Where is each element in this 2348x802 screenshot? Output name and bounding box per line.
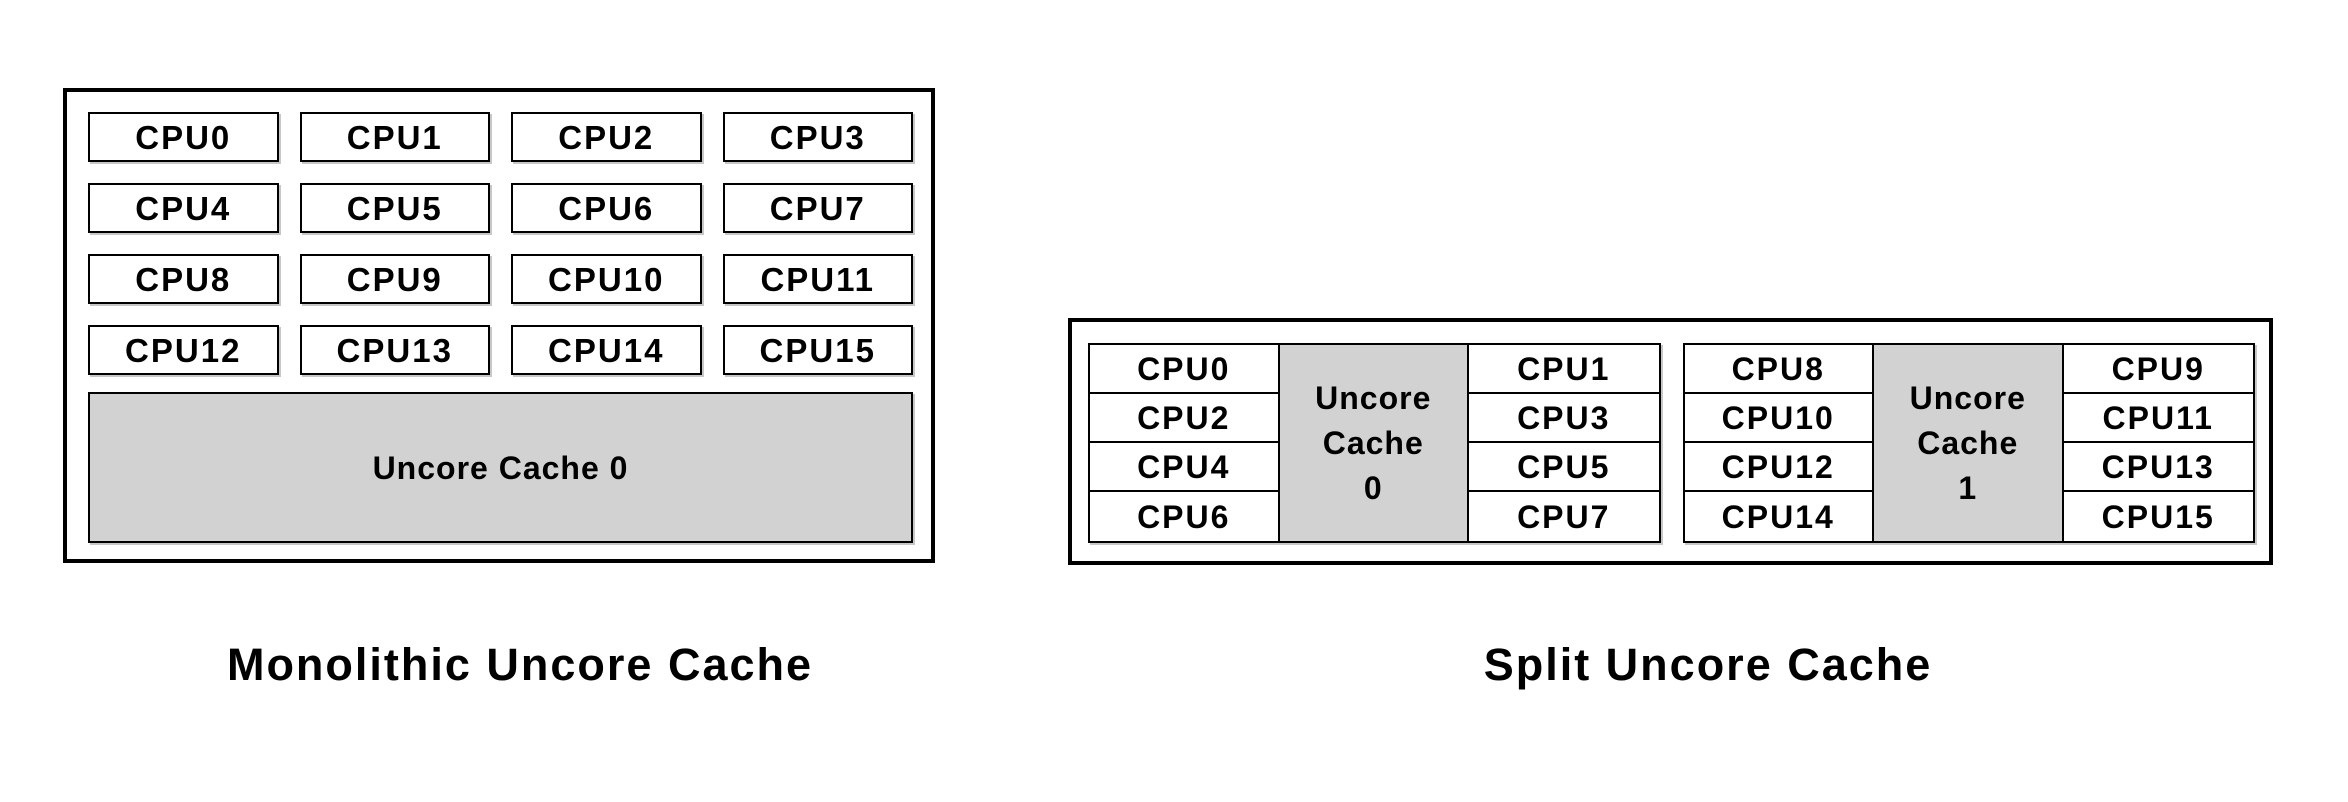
cpu-cell: CPU10 (1684, 394, 1874, 443)
uncore-cache-1-block-split: Uncore Cache 1 (1874, 345, 2064, 541)
uncore-cache-1-label-split: Uncore Cache 1 (1909, 379, 2026, 506)
cpu-label: CPU6 (558, 189, 655, 227)
caption-split-uncore-cache: Split Uncore Cache (1483, 639, 1933, 690)
cpu-box: CPU13 (299, 325, 490, 375)
cpu-label: CPU15 (759, 331, 876, 369)
cpu-label: CPU3 (1517, 399, 1611, 436)
cpu-box: CPU12 (88, 325, 279, 375)
cpu-label: CPU14 (548, 331, 665, 369)
cpu-box: CPU0 (88, 112, 279, 162)
cpu-cell: CPU11 (2063, 394, 2253, 443)
cpu-cell: CPU5 (1469, 443, 1659, 492)
cpu-label: CPU2 (1137, 399, 1231, 436)
cpu-label: CPU10 (1721, 399, 1835, 436)
cpu-box: CPU14 (511, 325, 702, 375)
cpu-label: CPU11 (760, 260, 876, 298)
cpu-label: CPU1 (346, 118, 443, 156)
cpu-box: CPU5 (299, 183, 490, 233)
cpu-cell: CPU13 (2063, 443, 2253, 492)
uncore-cache-0-block: Uncore Cache 0 (88, 392, 913, 543)
uncore-cache-0-label-split: Uncore Cache 0 (1315, 379, 1432, 506)
cpu-box: CPU10 (511, 254, 702, 304)
cpu-box: CPU6 (511, 183, 702, 233)
cpu-label: CPU12 (125, 331, 242, 369)
cpu-label: CPU9 (2111, 350, 2205, 387)
cpu-cell: CPU2 (1090, 394, 1280, 443)
split-diagram: CPU0 CPU2 CPU4 CPU6 Uncore Cache 0 CPU1 … (1068, 318, 2273, 565)
split-cluster-0: CPU0 CPU2 CPU4 CPU6 Uncore Cache 0 CPU1 … (1088, 343, 1661, 543)
cpu-label: CPU4 (135, 189, 232, 227)
cpu-cell: CPU15 (2063, 492, 2253, 541)
cpu-label: CPU5 (346, 189, 443, 227)
cpu-label: CPU1 (1517, 350, 1611, 387)
cpu-label: CPU0 (135, 118, 232, 156)
cpu-box: CPU7 (722, 183, 913, 233)
cpu-label: CPU2 (558, 118, 655, 156)
split-cluster-1: CPU8 CPU10 CPU12 CPU14 Uncore Cache 1 CP… (1682, 343, 2255, 543)
cpu-cell: CPU3 (1469, 394, 1659, 443)
cpu-box: CPU9 (299, 254, 490, 304)
uncore-cache-0-block-split: Uncore Cache 0 (1279, 345, 1469, 541)
cpu-cell: CPU14 (1684, 492, 1874, 541)
cpu-cell: CPU0 (1090, 345, 1280, 394)
cpu-label: CPU8 (1731, 350, 1825, 387)
cpu-label: CPU11 (2102, 399, 2214, 436)
cpu-label: CPU3 (769, 118, 866, 156)
cpu-box: CPU8 (88, 254, 279, 304)
monolithic-diagram: CPU0 CPU1 CPU2 CPU3 CPU4 CPU5 CPU6 CPU7 … (63, 88, 935, 563)
cpu-cell: CPU7 (1469, 492, 1659, 541)
cpu-box: CPU11 (722, 254, 913, 304)
cpu-label: CPU8 (135, 260, 232, 298)
cpu-box: CPU3 (722, 112, 913, 162)
monolithic-cpu-grid: CPU0 CPU1 CPU2 CPU3 CPU4 CPU5 CPU6 CPU7 … (88, 112, 913, 375)
cpu-label: CPU4 (1137, 448, 1231, 485)
cpu-box: CPU15 (722, 325, 913, 375)
cpu-label: CPU0 (1137, 350, 1231, 387)
cpu-label: CPU7 (1517, 498, 1611, 535)
cpu-label: CPU6 (1137, 498, 1231, 535)
cpu-box: CPU1 (299, 112, 490, 162)
cpu-label: CPU13 (2101, 448, 2215, 485)
cpu-label: CPU5 (1517, 448, 1611, 485)
cpu-cell: CPU9 (2063, 345, 2253, 394)
cpu-label: CPU7 (769, 189, 866, 227)
cpu-cell: CPU1 (1469, 345, 1659, 394)
cpu-cell: CPU12 (1684, 443, 1874, 492)
cpu-label: CPU13 (336, 331, 453, 369)
cpu-cell: CPU4 (1090, 443, 1280, 492)
cpu-cell: CPU6 (1090, 492, 1280, 541)
cpu-label: CPU14 (1721, 498, 1835, 535)
uncore-cache-0-label: Uncore Cache 0 (372, 449, 629, 486)
cpu-box: CPU2 (511, 112, 702, 162)
cpu-label: CPU10 (548, 260, 665, 298)
caption-monolithic-uncore-cache: Monolithic Uncore Cache (226, 639, 814, 690)
cpu-box: CPU4 (88, 183, 279, 233)
cpu-label: CPU9 (346, 260, 443, 298)
cpu-label: CPU15 (2101, 498, 2215, 535)
cpu-cell: CPU8 (1684, 345, 1874, 394)
cpu-label: CPU12 (1721, 448, 1835, 485)
